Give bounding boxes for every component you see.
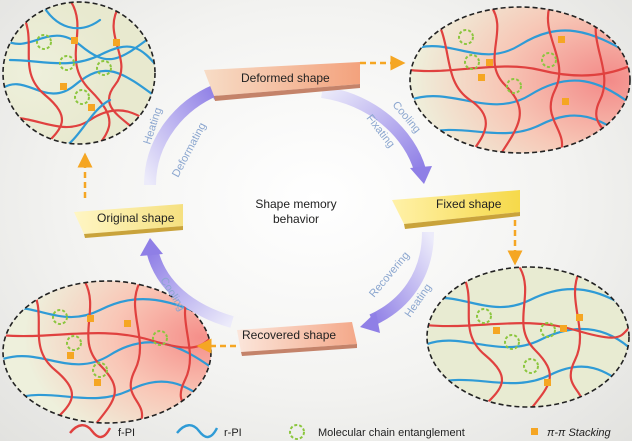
arrow-recovered-to-original bbox=[146, 248, 234, 328]
stacking-markers bbox=[60, 37, 120, 111]
legend-fpi: f-PI bbox=[69, 424, 135, 439]
label-deformed-shape: Deformed shape bbox=[241, 71, 330, 85]
center-title-line2: behavior bbox=[273, 212, 319, 226]
fpi-wave-icon bbox=[69, 424, 112, 439]
legend-stacking: π-π Stacking bbox=[531, 427, 612, 439]
shape-fixed: Fixed shape bbox=[392, 190, 520, 229]
legend: f-PI r-PI Molecular chain entanglement π… bbox=[69, 424, 612, 440]
label-original-shape: Original shape bbox=[97, 211, 175, 225]
svg-text:f-PI: f-PI bbox=[118, 427, 135, 439]
arrow-original-to-deformed bbox=[144, 84, 219, 186]
svg-text:Molecular chain entanglement: Molecular chain entanglement bbox=[318, 427, 465, 439]
rpi-wave-icon bbox=[176, 424, 219, 439]
shape-recovered: Recovered shape bbox=[237, 322, 357, 356]
center-title-line1: Shape memory bbox=[255, 197, 336, 211]
arrow-deformed-to-fixed bbox=[320, 86, 426, 172]
step-deformating: Deformating bbox=[170, 121, 209, 180]
svg-text:r-PI: r-PI bbox=[224, 427, 242, 439]
legend-rpi: r-PI bbox=[176, 424, 242, 439]
network-circle-original bbox=[2, 1, 156, 145]
network-circle-deformed bbox=[409, 6, 631, 154]
legend-entanglement: Molecular chain entanglement bbox=[289, 424, 465, 440]
shape-original: Original shape bbox=[74, 204, 183, 238]
shape-deformed: Deformed shape bbox=[204, 62, 360, 101]
entanglement-markers bbox=[36, 34, 112, 105]
cycle-arrows bbox=[140, 80, 434, 333]
network-circle-fixed bbox=[426, 266, 630, 408]
dashed-arrows bbox=[77, 55, 523, 354]
label-recovered-shape: Recovered shape bbox=[242, 328, 336, 342]
entanglement-icon bbox=[289, 424, 305, 440]
stacking-square-icon bbox=[531, 428, 538, 435]
svg-text:π-π Stacking: π-π Stacking bbox=[547, 427, 612, 439]
arrow-fixed-to-recovered bbox=[369, 231, 434, 326]
label-fixed-shape: Fixed shape bbox=[436, 197, 502, 211]
